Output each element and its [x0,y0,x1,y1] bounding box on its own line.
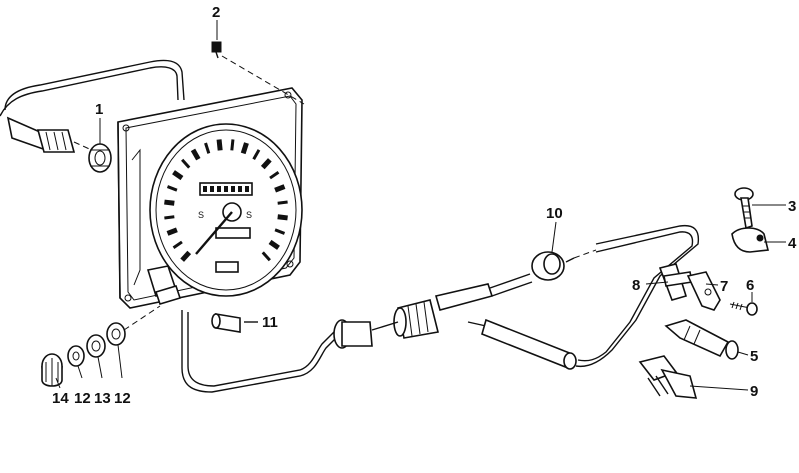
dial-scale-marks [164,139,288,262]
odometer-cell [224,186,228,192]
upper-speedo-cable [0,59,185,153]
scale-mark [252,149,261,160]
callout-11: 11 [262,314,278,331]
svg-text:S: S [198,210,204,220]
odometer-cell [231,186,235,192]
callout-5: 5 [750,348,758,365]
warning-lamp [215,261,239,273]
part-7-bracket [686,271,721,311]
odometer-cell [203,186,207,192]
scale-mark [204,142,211,154]
scale-mark [230,139,235,151]
trip-window [215,227,251,239]
scale-mark [269,170,280,180]
part-11-sleeve [211,313,258,333]
scale-mark [181,158,191,169]
scale-mark [274,228,286,235]
scale-mark [240,142,249,155]
part-10-grommet [531,249,597,281]
scale-mark [274,184,286,193]
leader-lines [55,20,786,391]
scale-mark [166,227,178,236]
callout-12a: 12 [74,390,91,407]
scale-mark [166,185,178,192]
odometer-cell [245,186,249,192]
speedometer-dial: S S [149,123,303,297]
part-5-connector [664,319,739,360]
scale-mark [164,215,175,220]
scale-mark [190,148,201,161]
main-speedo-cable [333,273,533,349]
callout-9: 9 [750,383,758,400]
cable-sleeve-tube [467,318,577,370]
part-6-screw [729,301,758,316]
washer-stack [41,305,161,387]
part-1-nut [88,143,112,173]
needle [195,211,233,255]
scale-mark [277,214,288,221]
odometer-cell [238,186,242,192]
callout-8: 8 [632,277,640,294]
scale-mark [164,199,175,206]
callout-14: 14 [52,390,69,407]
callout-3: 3 [788,198,796,215]
callout-13: 13 [94,390,111,407]
odometer-digits [203,186,249,192]
part-2-screw [211,41,305,105]
scale-mark [216,139,223,151]
callout-12b: 12 [114,390,131,407]
right-cable-loop [575,224,700,368]
part-3-screw [734,187,754,230]
part-9-connector [638,355,698,399]
lower-connector [146,265,341,393]
svg-text:S: S [246,210,252,220]
callout-7: 7 [720,278,728,295]
scale-mark [260,158,272,170]
callout-1: 1 [95,101,103,118]
scale-mark [261,251,271,262]
scale-mark [172,170,184,181]
scale-mark [268,239,280,250]
odometer-cell [210,186,214,192]
scale-mark [172,240,183,250]
callout-6: 6 [746,277,754,294]
callout-4: 4 [788,235,797,252]
scale-mark [180,250,192,262]
scale-mark [277,200,288,205]
part-4-clip [731,227,769,253]
callout-2: 2 [212,4,220,21]
odometer-cell [217,186,221,192]
callout-10: 10 [546,205,563,222]
